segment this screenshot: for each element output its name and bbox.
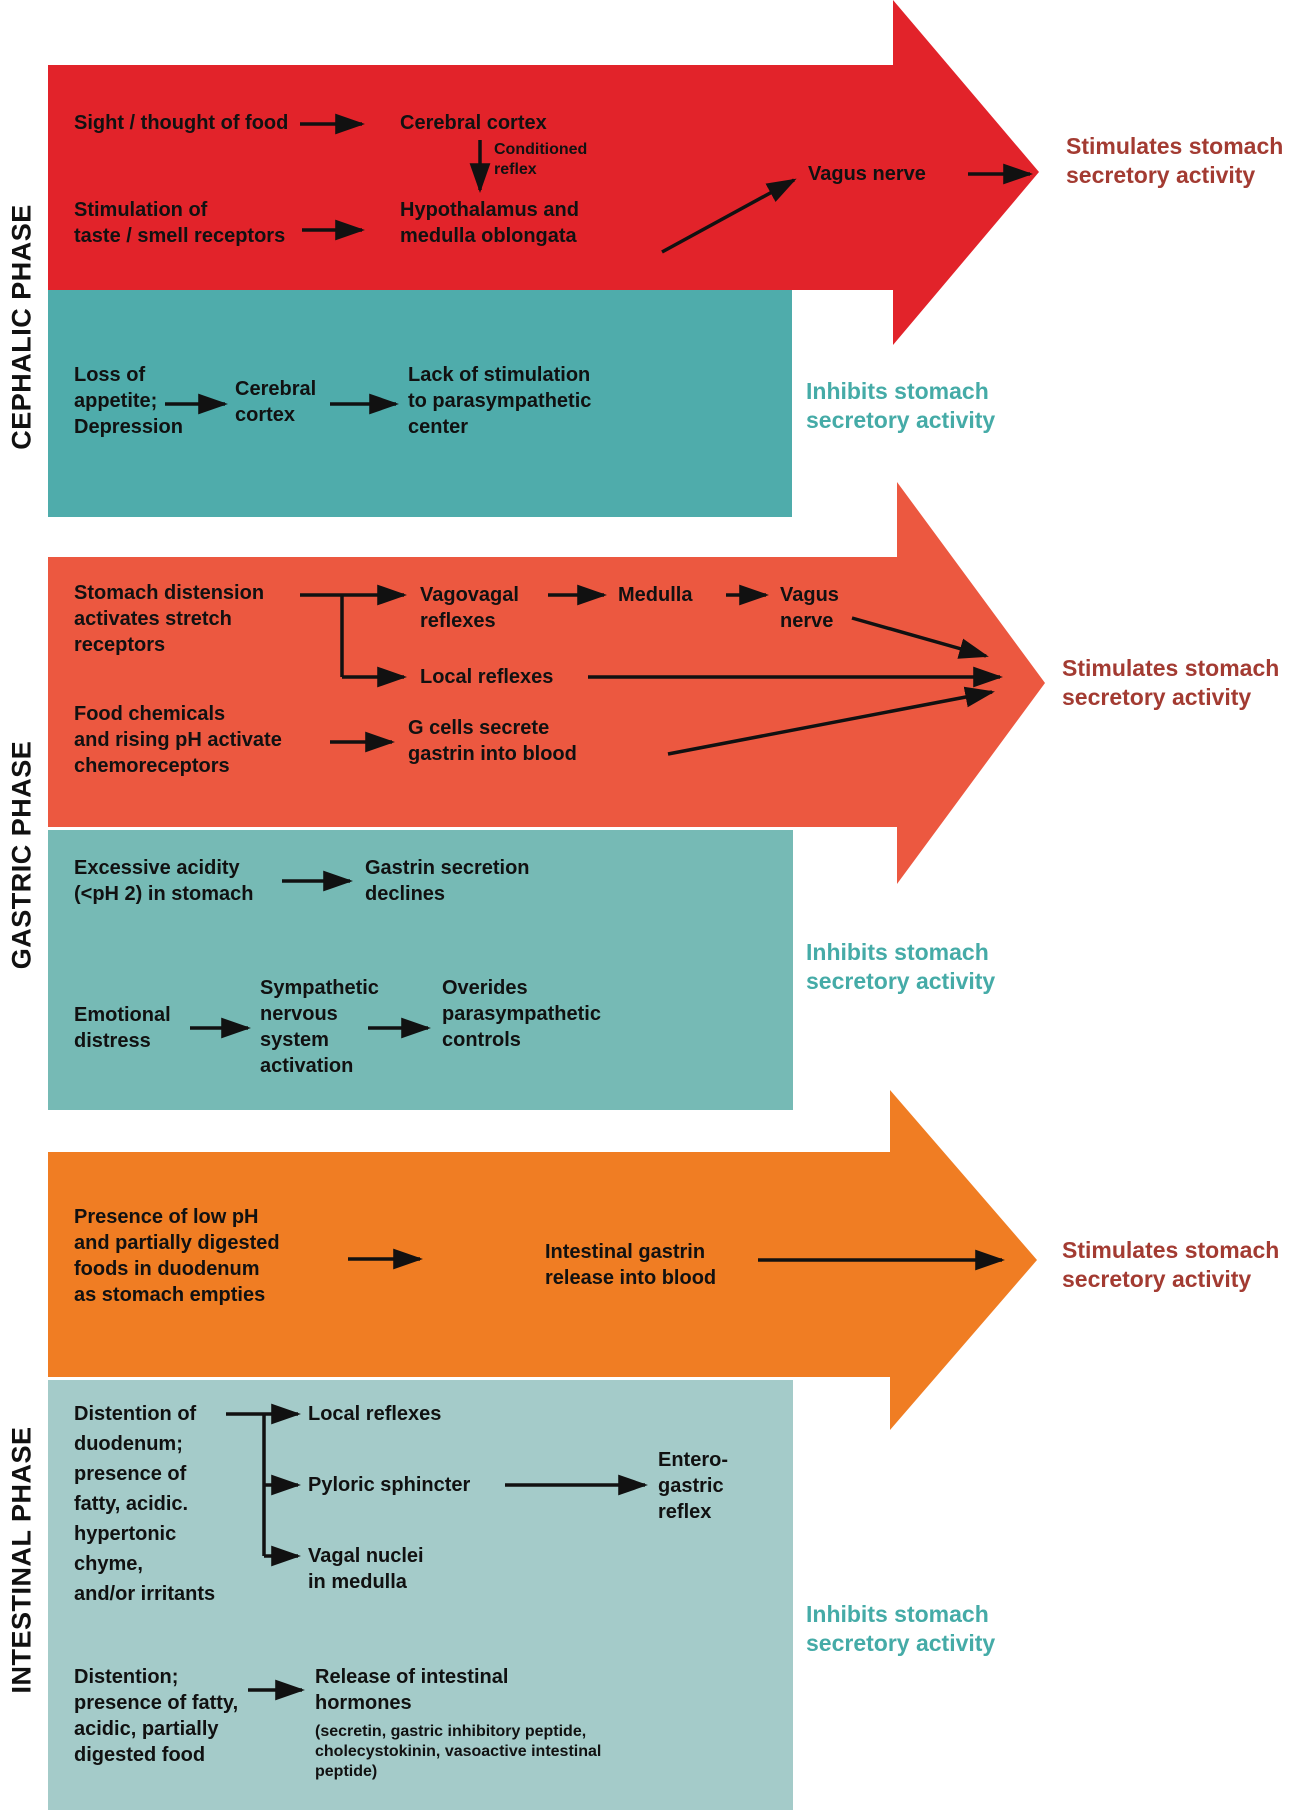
excessive-acidity-label: Excessive acidity (<pH 2) in stomach xyxy=(74,857,254,905)
gastric-inhibits-result: Inhibits stomach secretory activity xyxy=(806,939,996,994)
gastric-phase-label: GASTRIC PHASE xyxy=(6,740,37,970)
gastric-stimulate-arrow xyxy=(48,482,1045,884)
vagus-nerve-label: Vagus nerve xyxy=(808,163,926,185)
gastric-inhibit-block xyxy=(48,830,793,1110)
conditioned-reflex-label: Conditioned reflex xyxy=(494,141,588,178)
distention-duodenum-label: Distention of duodenum; presence of fatt… xyxy=(74,1403,216,1605)
food-chemicals-label: Food chemicals and rising pH activate ch… xyxy=(74,703,282,777)
intestinal-inhibits-result: Inhibits stomach secretory activity xyxy=(806,1601,996,1656)
cephalic-stimulate-arrow xyxy=(48,0,1039,345)
presence-low-ph-label: Presence of low pH and partially digeste… xyxy=(74,1206,280,1306)
intestinal-phase-label: INTESTINAL PHASE xyxy=(6,1426,37,1694)
cephalic-stimulates-result: Stimulates stomach secretory activity xyxy=(1066,133,1284,188)
cephalic-inhibits-result: Inhibits stomach secretory activity xyxy=(806,378,996,433)
overides-label: Overides parasympathetic controls xyxy=(442,977,601,1051)
pyloric-sphincter-label: Pyloric sphincter xyxy=(308,1474,471,1496)
local-reflexes-2-label: Local reflexes xyxy=(308,1403,442,1425)
vagovagal-label: Vagovagal reflexes xyxy=(420,584,519,632)
sympathetic-label: Sympathetic nervous system activation xyxy=(260,977,379,1077)
gastrin-declines-label: Gastrin secretion declines xyxy=(365,857,530,905)
distention-2-label: Distention; presence of fatty, acidic, p… xyxy=(74,1666,239,1766)
intestinal-inhibit-block xyxy=(48,1380,793,1810)
vagal-nuclei-label: Vagal nuclei in medulla xyxy=(308,1545,424,1593)
loss-appetite-label: Loss of appetite; Depression xyxy=(74,364,183,438)
intestinal-stimulate-arrow xyxy=(48,1090,1037,1430)
cerebral-cortex-label: Cerebral cortex xyxy=(400,112,547,134)
sight-thought-label: Sight / thought of food xyxy=(74,112,289,134)
lack-stimulation-label: Lack of stimulation to parasympathetic c… xyxy=(408,364,592,438)
taste-smell-label: Stimulation of taste / smell receptors xyxy=(74,199,286,247)
release-hormones-label: Release of intestinal hormones xyxy=(315,1666,509,1714)
cerebral-cortex-2-label: Cerebral cortex xyxy=(235,378,317,426)
intestinal-gastrin-label: Intestinal gastrin release into blood xyxy=(545,1241,717,1289)
g-cells-label: G cells secrete gastrin into blood xyxy=(408,717,577,765)
stomach-distension-label: Stomach distension activates stretch rec… xyxy=(74,582,265,656)
medulla-label: Medulla xyxy=(618,584,693,606)
emotional-distress-label: Emotional distress xyxy=(74,1004,171,1052)
gastric-stimulates-result: Stimulates stomach secretory activity xyxy=(1062,655,1280,710)
hormones-detail-label: (secretin, gastric inhibitory peptide, c… xyxy=(315,1723,602,1780)
hypothalamus-label: Hypothalamus and medulla oblongata xyxy=(400,199,579,247)
intestinal-stimulates-result: Stimulates stomach secretory activity xyxy=(1062,1237,1280,1292)
vagus-nerve-2-label: Vagus nerve xyxy=(780,584,839,632)
local-reflexes-label: Local reflexes xyxy=(420,666,554,688)
enterogastric-reflex-label: Entero- gastric reflex xyxy=(658,1449,728,1523)
cephalic-phase-label: CEPHALIC PHASE xyxy=(6,204,37,450)
